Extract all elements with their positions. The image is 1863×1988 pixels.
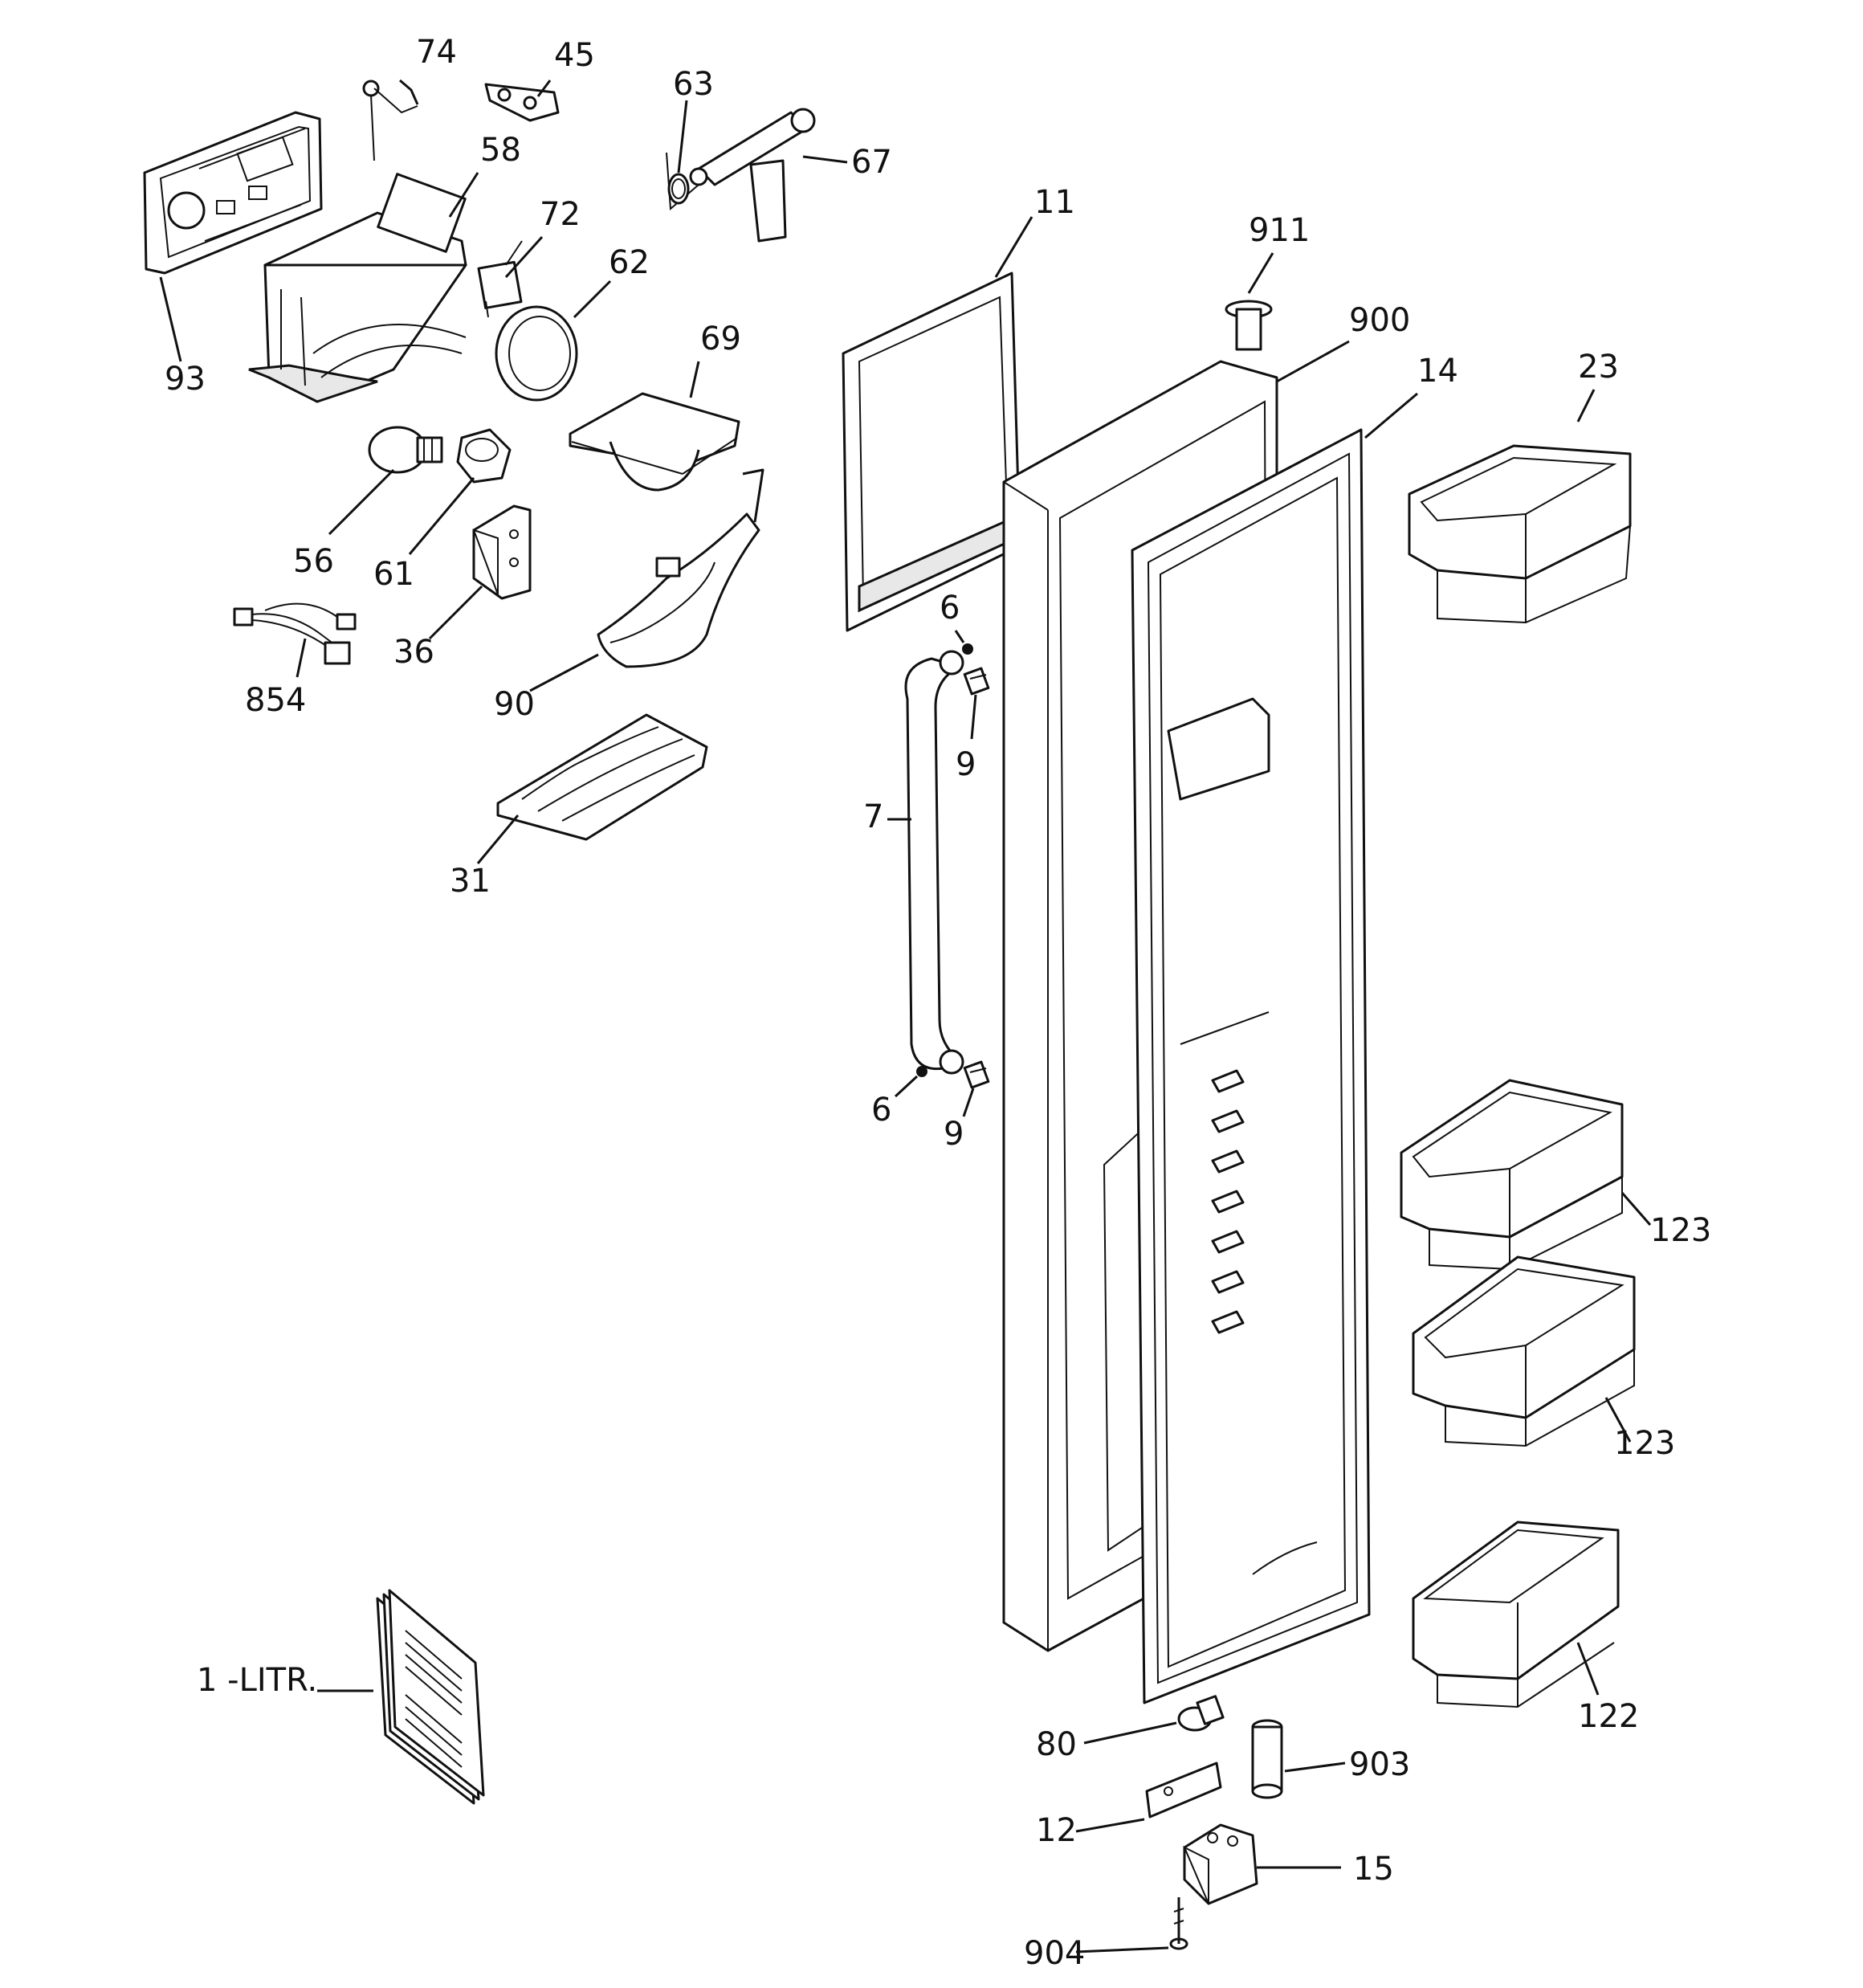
part-58-dispenser-housing	[248, 173, 467, 403]
part-9-stud-bottom	[963, 1060, 990, 1089]
part-14-gasket	[1131, 428, 1371, 1704]
part-93-control-panel	[143, 111, 323, 275]
callout-911: 911	[1249, 212, 1310, 249]
part-6-screw-top	[962, 643, 973, 655]
dispenser-shelf-tabs	[1211, 1069, 1245, 1334]
part-1-literature	[376, 1589, 485, 1805]
callout-62: 62	[609, 244, 650, 281]
callout-23: 23	[1578, 349, 1619, 386]
part-62-ring	[495, 305, 578, 402]
callout-93: 93	[165, 361, 206, 398]
callout-9-top: 9	[956, 746, 976, 783]
part-15-hinge	[1183, 1823, 1258, 1905]
callout-67: 67	[851, 144, 892, 181]
callout-61: 61	[373, 556, 414, 593]
callout-74: 74	[416, 34, 457, 71]
callout-904: 904	[1024, 1935, 1085, 1972]
callout-6-bottom: 6	[871, 1092, 891, 1129]
callout-854: 854	[245, 682, 306, 719]
callout-1-litr: 1 -LITR.	[197, 1662, 317, 1699]
callout-36: 36	[393, 634, 434, 671]
callout-63: 63	[673, 66, 714, 103]
part-61-socket	[456, 428, 512, 484]
part-74-spring	[362, 80, 418, 161]
part-72-switch	[477, 240, 523, 318]
part-12-shim	[1145, 1761, 1222, 1819]
callout-72: 72	[540, 196, 581, 233]
callout-11: 11	[1034, 184, 1075, 221]
part-36-bracket	[472, 504, 532, 600]
part-9-stud-top	[963, 667, 990, 696]
callout-7: 7	[863, 798, 883, 835]
part-69-funnel	[569, 392, 740, 492]
callout-14: 14	[1417, 353, 1458, 390]
part-854-wire-harness	[233, 602, 357, 665]
callout-122: 122	[1578, 1698, 1639, 1735]
callout-56: 56	[293, 543, 334, 580]
part-7-handle	[904, 650, 964, 1075]
part-90-chute	[597, 468, 764, 668]
callout-9-bottom: 9	[944, 1116, 964, 1153]
callout-31: 31	[450, 863, 491, 900]
callout-903: 903	[1349, 1746, 1410, 1783]
part-903-pin	[1251, 1719, 1283, 1799]
callout-58: 58	[480, 132, 521, 169]
callout-12: 12	[1036, 1812, 1077, 1849]
callout-900: 900	[1349, 302, 1410, 339]
literature-text-lines	[405, 1630, 463, 1768]
part-904-screw	[1169, 1897, 1188, 1950]
part-80-plug	[1177, 1695, 1225, 1732]
part-123-door-bin-1	[1400, 1079, 1624, 1271]
part-123-door-bin-2	[1412, 1255, 1636, 1447]
part-6-screw-bottom	[916, 1066, 927, 1077]
part-63-spring	[666, 152, 699, 211]
callout-90: 90	[494, 686, 535, 723]
part-122-door-bin	[1412, 1521, 1620, 1708]
callout-80: 80	[1036, 1726, 1077, 1763]
leader-lines	[159, 79, 1652, 1953]
part-67-lever	[689, 108, 816, 243]
part-56-bulb	[368, 426, 443, 474]
part-23-door-bin	[1408, 444, 1632, 624]
callout-123-lower: 123	[1614, 1425, 1675, 1462]
part-11-frame	[842, 271, 1021, 632]
part-911-bushing	[1225, 300, 1273, 351]
callout-labels: 74 45 63 67 58 72 62 69 93 56 61 36 854 …	[165, 34, 1711, 1972]
callout-69: 69	[700, 320, 741, 357]
part-31-grille	[496, 713, 708, 841]
callout-15: 15	[1353, 1851, 1394, 1888]
callout-45: 45	[554, 37, 595, 74]
callout-6-top: 6	[940, 590, 960, 627]
part-45-bracket	[484, 83, 560, 122]
callout-123-upper: 123	[1650, 1212, 1711, 1249]
